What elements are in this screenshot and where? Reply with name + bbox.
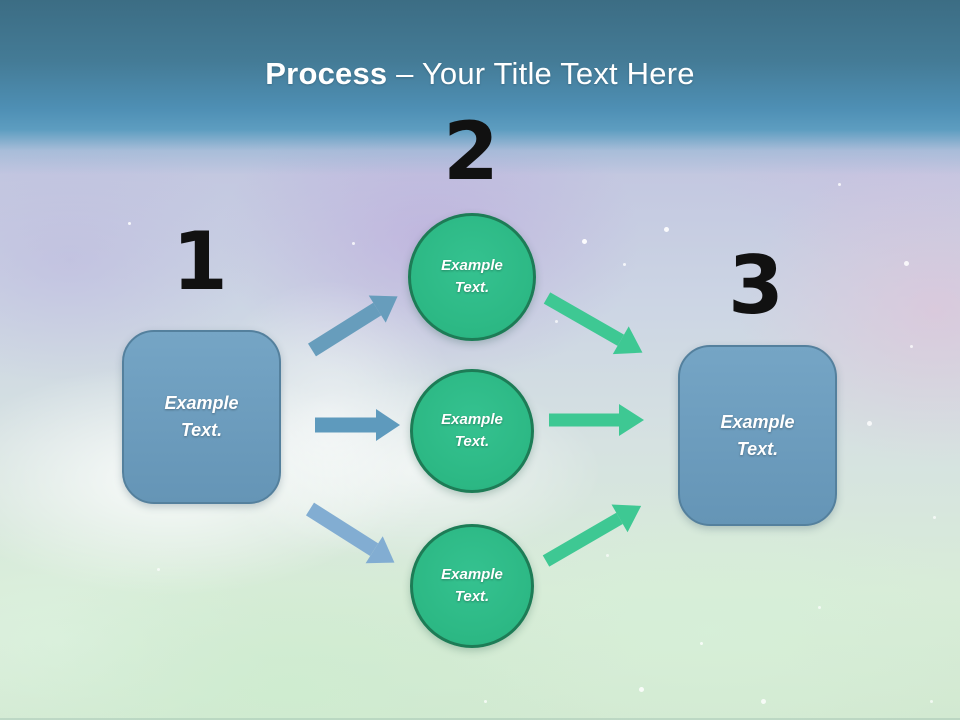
header-gradient-band xyxy=(0,0,960,175)
slide-title-emphasis: Process xyxy=(265,56,388,91)
process-circle-label: Example Text. xyxy=(441,565,503,606)
process-box-step-1: Example Text. xyxy=(122,330,281,504)
process-circle-middle: Example Text. xyxy=(410,369,534,493)
process-circle-top: Example Text. xyxy=(408,213,536,341)
step-number-1: 1 xyxy=(172,215,228,308)
slide-title-rest: – Your Title Text Here xyxy=(396,56,695,91)
process-circle-bottom: Example Text. xyxy=(410,524,534,648)
process-box-label: Example Text. xyxy=(720,411,795,459)
step-number-2: 2 xyxy=(443,105,499,198)
bottom-edge-line xyxy=(0,718,960,720)
process-box-step-3: Example Text. xyxy=(678,345,837,526)
slide-title: Process – Your Title Text Here xyxy=(0,56,960,92)
step-number-3: 3 xyxy=(728,239,784,332)
process-circle-label: Example Text. xyxy=(441,410,503,451)
process-box-label: Example Text. xyxy=(164,393,239,440)
process-circle-label: Example Text. xyxy=(441,256,503,297)
